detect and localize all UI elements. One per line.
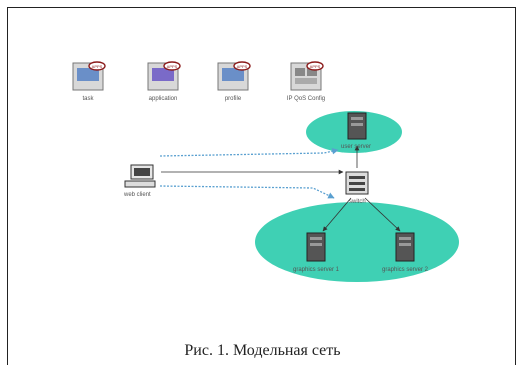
profile-label: profile [225,96,242,102]
figure-frame: APPS task APPS application APPS profile … [7,7,516,365]
figure-caption: Рис. 1. Модельная сеть [184,342,341,359]
switch-to-graphics-server-1-link [322,197,352,232]
client-to-graphics-link [159,185,335,199]
svg-text:APPS: APPS [310,64,321,69]
svg-text:APPS: APPS [167,64,178,69]
apps-badge [233,61,251,71]
apps-badge [88,61,106,71]
switch-label: switch [349,199,366,205]
user-server-label: user server [341,144,371,150]
web-client-label: web client [123,192,151,198]
graphics-server-2-node[interactable]: graphics server 2 [382,232,429,273]
config-object-ip-qos[interactable]: APPS IP QoS Config [287,61,325,102]
config-object-profile[interactable]: APPS profile [217,61,251,102]
application-label: application [149,96,178,102]
graphics-server-1-label: graphics server 1 [293,267,340,273]
svg-text:APPS: APPS [92,64,103,69]
switch-node[interactable]: switch [345,171,369,205]
svg-text:APPS: APPS [237,64,248,69]
apps-badge [306,61,324,71]
user-server-node[interactable]: user server [341,112,371,150]
ip-qos-label: IP QoS Config [287,96,325,102]
network-diagram: APPS task APPS application APPS profile … [72,61,459,282]
config-object-application[interactable]: APPS application [147,61,181,102]
graphics-subnet [255,202,459,282]
config-object-task[interactable]: APPS task [72,61,106,102]
graphics-server-1-node[interactable]: graphics server 1 [293,232,340,273]
apps-badge [163,61,181,71]
client-to-user-server-link [159,148,339,157]
switch-to-graphics-server-2-link [364,197,401,232]
web-client-node[interactable]: web client [123,164,156,198]
graphics-server-2-label: graphics server 2 [382,267,429,273]
task-label: task [82,96,94,102]
